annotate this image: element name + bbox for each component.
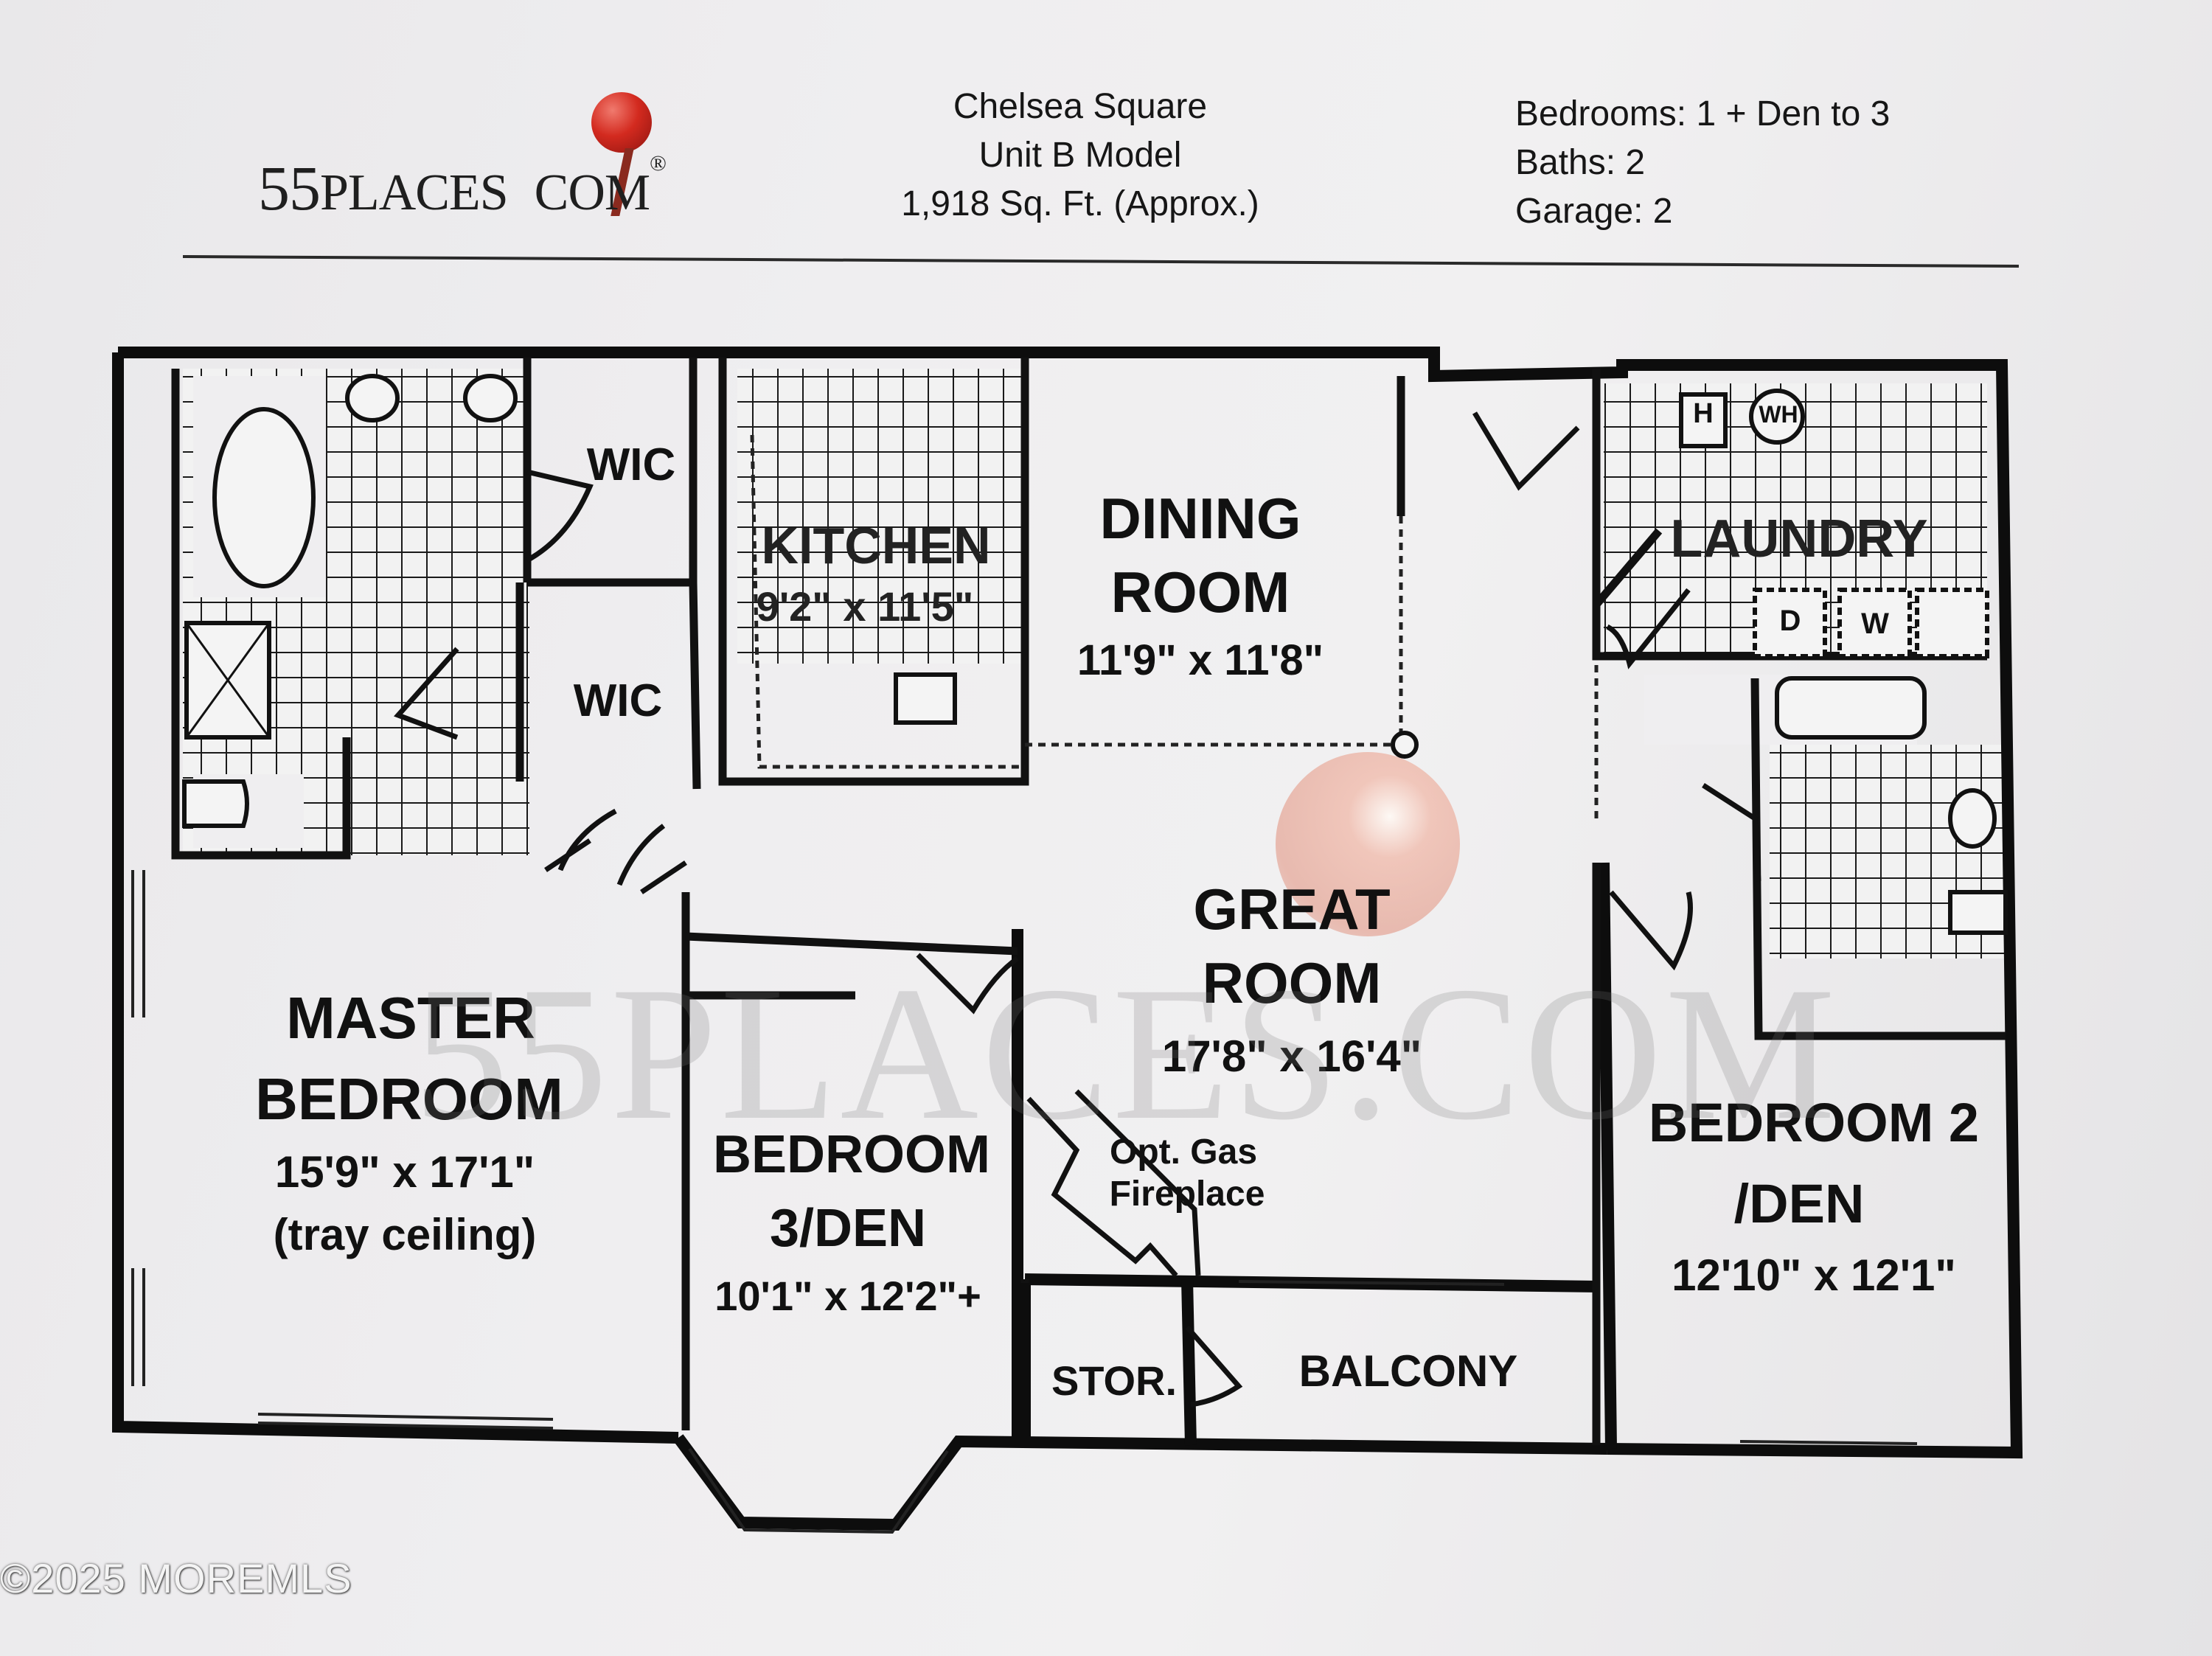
square-footage: 1,918 Sq. Ft. (Approx.) xyxy=(901,184,1259,223)
pin-icon xyxy=(591,92,652,153)
label-great-line2: ROOM xyxy=(1202,950,1382,1015)
label-bed2-size: 12'10" x 12'1" xyxy=(1672,1250,1956,1300)
label-washer: W xyxy=(1861,608,1889,640)
label-kitchen-size: 9'2" x 11'5" xyxy=(756,583,974,630)
brand-logo: 55PLACES COM® xyxy=(258,92,789,232)
logo-registered-mark: ® xyxy=(650,151,667,175)
label-water-heater: WH xyxy=(1759,401,1798,428)
label-fireplace-line1: Opt. Gas xyxy=(1109,1133,1258,1172)
label-balcony: BALCONY xyxy=(1298,1346,1518,1396)
label-fireplace-line2: Fireplace xyxy=(1109,1175,1265,1214)
bay-window xyxy=(688,1447,949,1534)
label-wic-lower: WIC xyxy=(573,675,663,726)
label-bed3-size: 10'1" x 12'2"+ xyxy=(714,1273,981,1319)
logo-suffix: COM xyxy=(534,164,650,221)
logo-prefix: 55 xyxy=(258,153,321,223)
logo-name: PLACES xyxy=(320,164,509,221)
logo-wordmark: 55PLACES COM® xyxy=(258,151,667,225)
label-great-size: 17'8" x 16'4" xyxy=(1161,1031,1422,1081)
bath-fixtures xyxy=(182,374,2008,935)
windows xyxy=(131,870,1918,1445)
label-master-line2: BEDROOM xyxy=(255,1066,563,1132)
community-name: Chelsea Square xyxy=(953,87,1208,126)
watermark-text: 55PLACES.COM xyxy=(413,947,1839,1160)
label-laundry: LAUNDRY xyxy=(1670,509,1928,568)
label-bed3-line1: BEDROOM xyxy=(713,1125,990,1184)
label-wic-upper: WIC xyxy=(586,439,676,490)
label-master-line1: MASTER xyxy=(286,985,535,1051)
plan-specs: Bedrooms: 1 + Den to 3 Baths: 2 Garage: … xyxy=(1515,90,1958,236)
label-kitchen: KITCHEN xyxy=(761,517,991,574)
plan-title-block: Chelsea Square Unit B Model 1,918 Sq. Ft… xyxy=(833,83,1327,229)
label-bed2-line1: BEDROOM 2 xyxy=(1648,1092,1980,1153)
label-dining-line1: DINING xyxy=(1099,486,1301,551)
label-bed2-line2: /DEN xyxy=(1733,1173,1865,1234)
copyright-notice: ©2025 MOREMLS xyxy=(0,1555,352,1601)
bedrooms-spec: Bedrooms: 1 + Den to 3 xyxy=(1515,94,1891,133)
label-storage: STOR. xyxy=(1051,1357,1178,1404)
door-swings xyxy=(393,411,1761,1408)
fireplace xyxy=(1026,1089,1201,1278)
garage-spec: Garage: 2 xyxy=(1515,192,1673,231)
watermark-pin-icon xyxy=(1276,752,1460,936)
label-master-note: (tray ceiling) xyxy=(273,1210,537,1259)
label-master-size: 15'9" x 17'1" xyxy=(274,1147,535,1197)
label-dining-line2: ROOM xyxy=(1110,560,1290,625)
model-name: Unit B Model xyxy=(978,136,1182,175)
label-dining-size: 11'9" x 11'8" xyxy=(1077,636,1324,684)
baths-spec: Baths: 2 xyxy=(1515,143,1646,182)
label-bed3-line2: 3/DEN xyxy=(769,1199,927,1258)
label-dryer: D xyxy=(1779,605,1801,637)
label-hvac: H xyxy=(1693,398,1714,429)
label-great-line1: GREAT xyxy=(1193,877,1391,942)
